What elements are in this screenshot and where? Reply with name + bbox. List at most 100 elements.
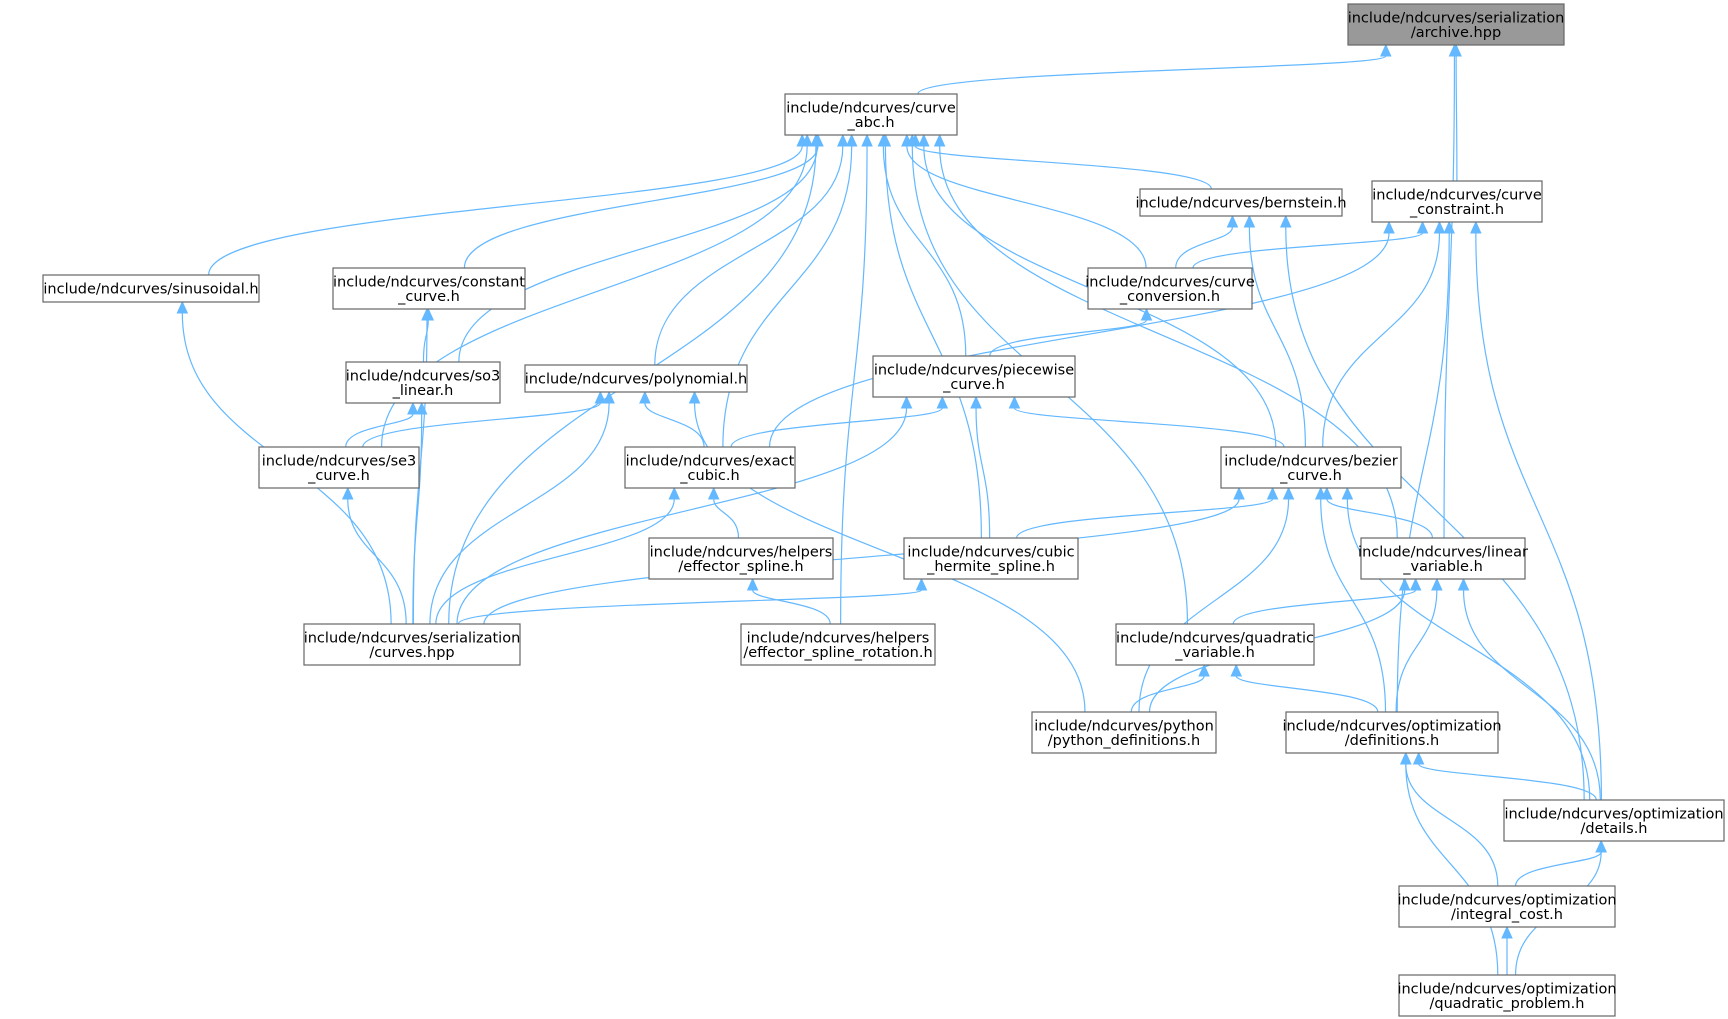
node-label-line: include/ndcurves/polynomial.h <box>525 372 748 388</box>
node-opt_details[interactable]: include/ndcurves/optimization/details.h <box>1503 799 1725 842</box>
edge-effector_spline-to-effector_spline_rotation <box>746 577 831 625</box>
node-ser_curves[interactable]: include/ndcurves/serialization/curves.hp… <box>303 623 521 666</box>
node-quadratic_problem[interactable]: include/ndcurves/optimization/quadratic_… <box>1397 974 1617 1017</box>
edge-cubic_hermite-to-ser_curves <box>457 577 928 625</box>
node-box <box>1503 799 1725 842</box>
node-effector_spline_rotation[interactable]: include/ndcurves/helpers/effector_spline… <box>740 623 936 666</box>
edge-polynomial-to-exact_cubic <box>639 390 705 448</box>
node-box <box>1139 188 1343 217</box>
edge-piecewise-to-ser_curves <box>456 395 913 625</box>
node-box <box>258 446 420 489</box>
edge-quadratic_variable-to-python_defs <box>1130 663 1210 713</box>
node-opt_defs[interactable]: include/ndcurves/optimization/definition… <box>1282 711 1502 754</box>
nodes-layer: include/ndcurves/serialization/archive.h… <box>42 3 1725 1017</box>
node-box <box>1115 623 1315 666</box>
edge-linear_variable-to-opt_defs <box>1395 577 1443 713</box>
node-integral_cost[interactable]: include/ndcurves/optimization/integral_c… <box>1397 885 1617 928</box>
edge-opt_defs-to-integral_cost <box>1400 751 1499 887</box>
node-so3[interactable]: include/ndcurves/so3_linear.h <box>345 361 501 404</box>
edge-polynomial-to-se3 <box>362 390 607 448</box>
node-curve_conversion[interactable]: include/ndcurves/curve_conversion.h <box>1085 267 1255 310</box>
node-label-line: _conversion.h <box>1119 289 1220 305</box>
node-box <box>303 623 521 666</box>
node-box <box>784 93 958 136</box>
node-label-line: /python_definitions.h <box>1048 733 1200 749</box>
node-label-line: _variable.h <box>1174 645 1255 661</box>
node-label-line: _constraint.h <box>1409 202 1504 218</box>
edge-curve_abc-to-curve_conversion <box>901 133 1147 269</box>
node-box <box>903 537 1079 580</box>
edge-piecewise-to-cubic_hermite <box>970 395 991 539</box>
edge-bezier-to-linear_variable <box>1321 486 1434 539</box>
node-label-line: include/ndcurves/quadratic <box>1116 630 1314 646</box>
edge-curve_constraint-to-opt_details <box>1470 220 1603 801</box>
node-bernstein[interactable]: include/ndcurves/bernstein.h <box>1135 188 1347 217</box>
node-curve_constraint[interactable]: include/ndcurves/curve_constraint.h <box>1371 180 1543 223</box>
node-sinusoidal[interactable]: include/ndcurves/sinusoidal.h <box>42 274 260 303</box>
node-label-line: _curve.h <box>307 468 370 484</box>
node-label-line: /effector_spline.h <box>678 559 803 575</box>
node-exact_cubic[interactable]: include/ndcurves/exact_cubic.h <box>624 446 796 489</box>
node-box <box>1360 537 1526 580</box>
node-label-line: include/ndcurves/serialization <box>1348 10 1565 26</box>
node-label-line: include/ndcurves/optimization <box>1282 718 1501 734</box>
node-effector_spline[interactable]: include/ndcurves/helpers/effector_spline… <box>648 537 834 580</box>
node-label-line: /definitions.h <box>1345 733 1440 749</box>
edge-curve_constraint-to-bezier <box>1322 220 1446 448</box>
node-linear_variable[interactable]: include/ndcurves/linear_variable.h <box>1358 537 1528 580</box>
node-box <box>872 355 1076 398</box>
edge-bezier-to-opt_defs <box>1314 486 1387 713</box>
edge-curve_abc-to-exact_cubic <box>722 133 858 448</box>
edge-bezier-to-cubic_hermite <box>1016 486 1279 539</box>
node-label-line: include/ndcurves/linear <box>1358 544 1528 560</box>
node-box <box>648 537 834 580</box>
node-constant[interactable]: include/ndcurves/constant_curve.h <box>332 267 526 310</box>
node-box <box>42 274 260 303</box>
node-label-line: include/ndcurves/exact <box>626 453 795 469</box>
node-polynomial[interactable]: include/ndcurves/polynomial.h <box>524 364 748 393</box>
node-label-line: _curve.h <box>1279 468 1342 484</box>
node-cubic_hermite[interactable]: include/ndcurves/cubic_hermite_spline.h <box>903 537 1079 580</box>
edge-archive-to-curve_abc <box>917 43 1392 95</box>
node-label-line: _abc.h <box>846 115 894 131</box>
node-box <box>1220 446 1402 489</box>
node-label-line: /effector_spline_rotation.h <box>743 645 932 661</box>
node-box <box>1347 3 1565 46</box>
node-archive[interactable]: include/ndcurves/serialization/archive.h… <box>1347 3 1565 46</box>
node-quadratic_variable[interactable]: include/ndcurves/quadratic_variable.h <box>1115 623 1315 666</box>
node-label-line: include/ndcurves/cubic <box>907 544 1074 560</box>
edge-curve_abc-to-so3 <box>458 133 824 363</box>
edge-curve_constraint-to-opt_defs <box>1396 220 1455 713</box>
node-bezier[interactable]: include/ndcurves/bezier_curve.h <box>1220 446 1402 489</box>
node-curve_abc[interactable]: include/ndcurves/curve_abc.h <box>784 93 958 136</box>
node-label-line: /integral_cost.h <box>1451 907 1563 923</box>
node-piecewise[interactable]: include/ndcurves/piecewise_curve.h <box>872 355 1076 398</box>
edge-bernstein-to-curve_conversion <box>1175 214 1239 269</box>
edge-curve_abc-to-cubic_hermite <box>879 133 982 539</box>
node-label-line: include/ndcurves/se3 <box>262 453 417 469</box>
node-se3[interactable]: include/ndcurves/se3_curve.h <box>258 446 420 489</box>
node-box <box>1398 974 1616 1017</box>
edge-curve_abc-to-bernstein <box>909 133 1212 190</box>
node-box <box>740 623 936 666</box>
edge-se3-to-ser_curves <box>341 486 407 625</box>
node-box <box>1031 711 1217 754</box>
edge-polynomial-to-ser_curves <box>429 390 615 625</box>
node-box <box>1398 885 1616 928</box>
edge-linear_variable-to-opt_details <box>1457 577 1601 801</box>
node-python_defs[interactable]: include/ndcurves/python/python_definitio… <box>1031 711 1217 754</box>
node-label-line: include/ndcurves/curve <box>786 100 956 116</box>
node-label-line: include/ndcurves/bezier <box>1224 453 1398 469</box>
edge-curve_constraint-to-exact_cubic <box>768 220 1395 448</box>
edge-curve_constraint-to-curve_conversion <box>1192 220 1429 269</box>
node-label-line: _linear.h <box>392 383 454 399</box>
node-label-line: include/ndcurves/constant <box>333 274 525 290</box>
edge-quadratic_variable-to-opt_defs <box>1230 663 1379 713</box>
edge-bezier-to-python_defs <box>1138 486 1295 713</box>
edge-exact_cubic-to-effector_spline <box>707 486 740 539</box>
edges-layer <box>176 43 1607 976</box>
edge-opt_defs-to-quadratic_problem <box>1400 751 1499 976</box>
edge-bezier-to-opt_details <box>1341 486 1591 801</box>
node-label-line: _hermite_spline.h <box>926 559 1055 575</box>
